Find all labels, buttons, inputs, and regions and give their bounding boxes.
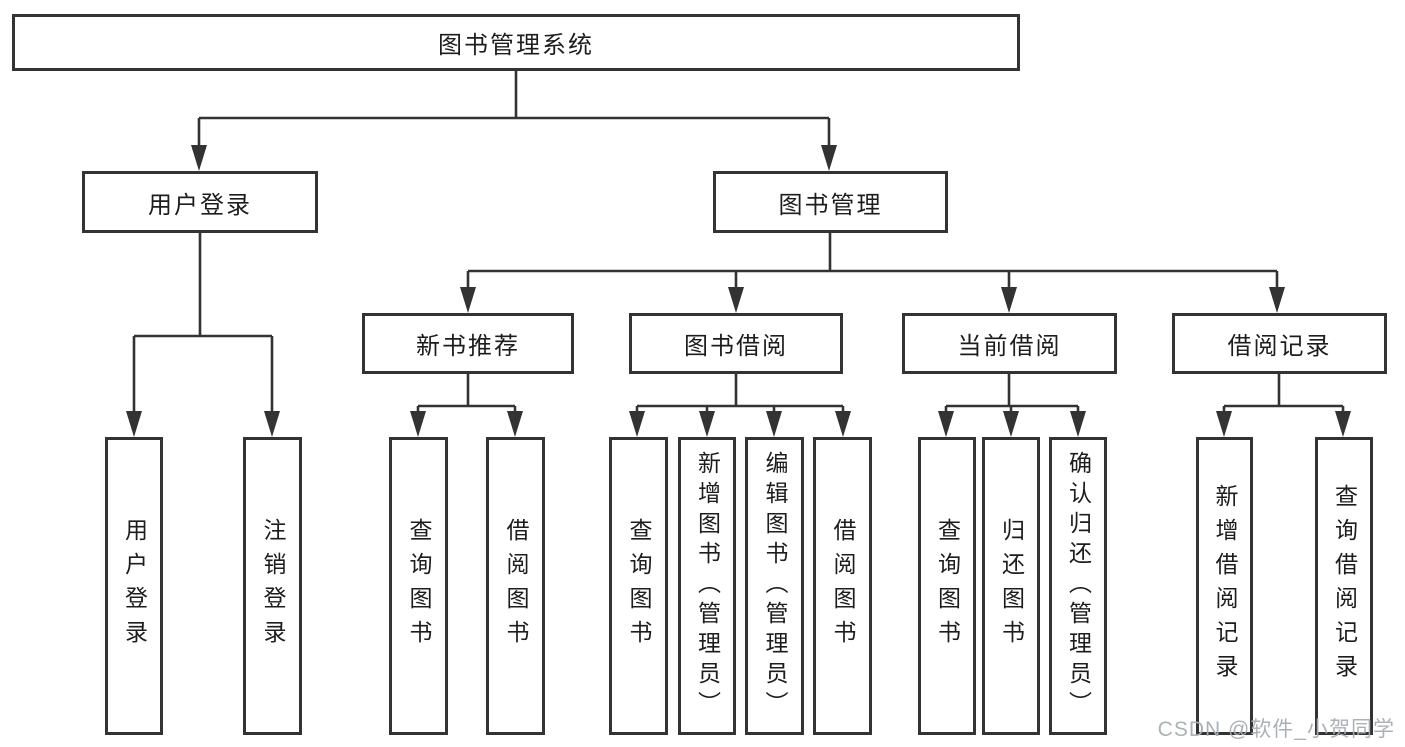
leaf-borrow-books-1: 借阅图书 bbox=[486, 437, 545, 735]
leaf-query-books-2: 查询图书 bbox=[609, 437, 668, 735]
node-label: 借阅记录 bbox=[1227, 333, 1332, 360]
node-label: 新增图书（管理员） bbox=[694, 451, 721, 721]
leaf-user-login: 用户登录 bbox=[105, 437, 163, 735]
node-label: 当前借阅 bbox=[957, 333, 1062, 360]
node-label: 查询借阅记录 bbox=[1331, 484, 1358, 688]
node-label: 图书管理 bbox=[778, 191, 883, 219]
node-current-borrow: 当前借阅 bbox=[902, 313, 1117, 374]
node-new-book-recommend: 新书推荐 bbox=[362, 313, 574, 374]
node-label: 查询图书 bbox=[934, 518, 961, 654]
leaf-edit-books-admin: 编辑图书（管理员） bbox=[745, 437, 804, 735]
node-label: 新书推荐 bbox=[416, 333, 520, 360]
leaf-logout: 注销登录 bbox=[243, 437, 302, 735]
node-borrow-records: 借阅记录 bbox=[1172, 313, 1387, 374]
node-label: 用户登录 bbox=[148, 191, 252, 219]
node-book-borrow: 图书借阅 bbox=[629, 313, 843, 374]
node-label: 归还图书 bbox=[998, 518, 1025, 654]
node-label: 用户登录 bbox=[121, 518, 148, 654]
node-label: 确认归还（管理员） bbox=[1065, 451, 1092, 721]
leaf-confirm-return-admin: 确认归还（管理员） bbox=[1049, 437, 1107, 735]
node-library-system: 图书管理系统 bbox=[12, 14, 1020, 71]
leaf-borrow-books-2: 借阅图书 bbox=[813, 437, 872, 735]
csdn-watermark: CSDN @软件_小贺同学 bbox=[1157, 718, 1395, 741]
leaf-query-borrow-record: 查询借阅记录 bbox=[1315, 437, 1373, 735]
arrowhead-icons bbox=[126, 145, 1351, 437]
leaf-query-books-3: 查询图书 bbox=[918, 437, 976, 735]
node-label: 借阅图书 bbox=[830, 518, 856, 654]
leaf-return-books: 归还图书 bbox=[982, 437, 1040, 735]
leaf-add-borrow-record: 新增借阅记录 bbox=[1196, 437, 1253, 735]
node-label: 图书借阅 bbox=[684, 333, 788, 360]
node-label: 编辑图书（管理员） bbox=[762, 451, 788, 721]
node-label: 图书管理系统 bbox=[438, 32, 594, 59]
node-label: 查询图书 bbox=[626, 518, 652, 654]
leaf-add-books-admin: 新增图书（管理员） bbox=[678, 437, 736, 735]
leaf-query-books-1: 查询图书 bbox=[389, 437, 448, 735]
node-label: 查询图书 bbox=[406, 518, 432, 654]
node-label: 新增借阅记录 bbox=[1212, 484, 1238, 688]
node-label: 注销登录 bbox=[260, 518, 286, 654]
node-label: 借阅图书 bbox=[503, 518, 529, 654]
node-user-login: 用户登录 bbox=[82, 171, 318, 233]
node-book-management: 图书管理 bbox=[713, 171, 948, 233]
